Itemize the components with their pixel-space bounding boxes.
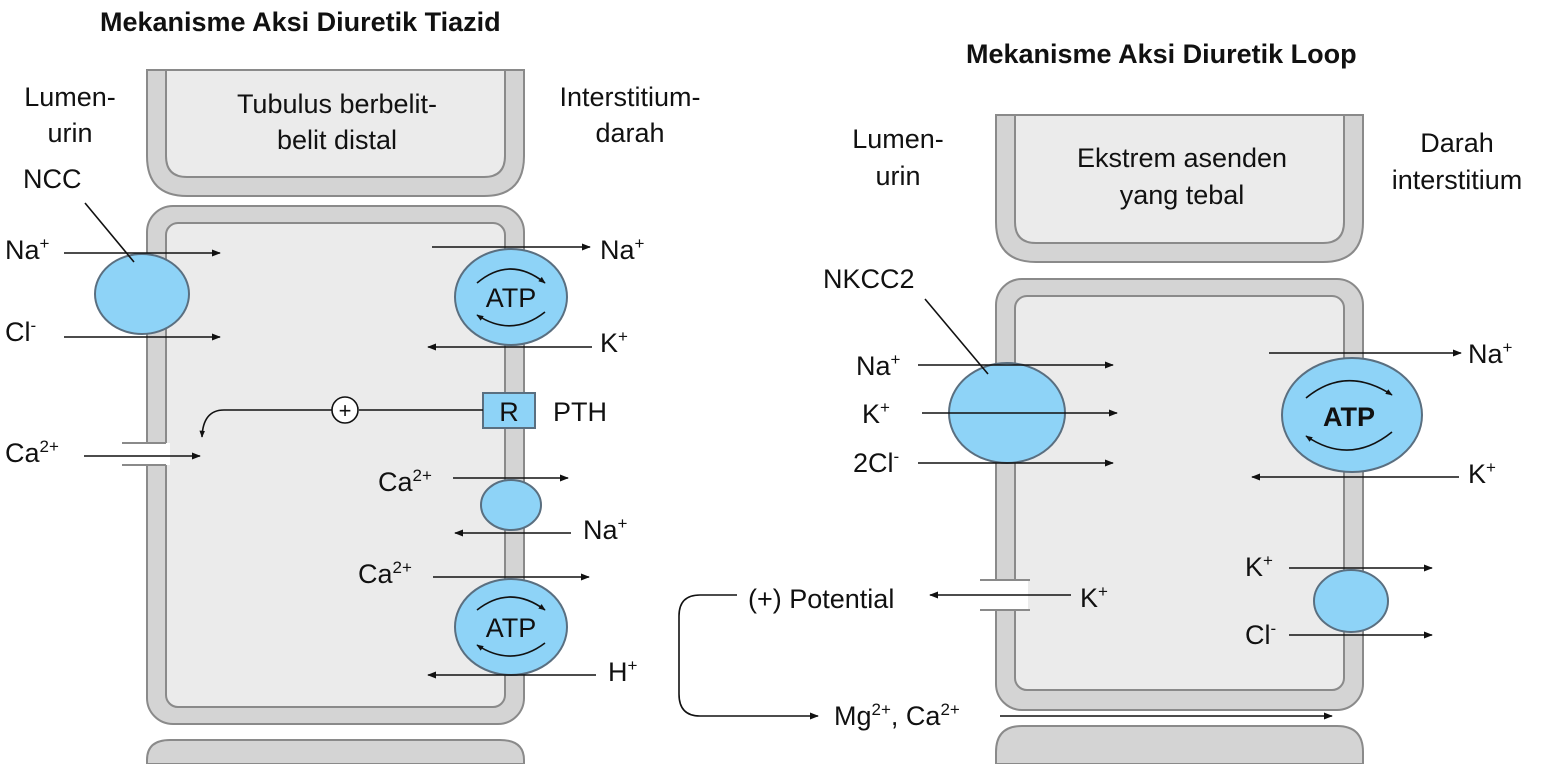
loop-main-cell: [980, 278, 1364, 711]
loop-cl-cotransport-label: Cl-: [1245, 619, 1276, 650]
pth-signal-arrow: [199, 409, 332, 438]
tiazid-ca-channel-gap: [120, 443, 170, 465]
loop-top-cell-interior: [1014, 114, 1345, 244]
loop-na-apical-label: Na+: [856, 350, 901, 381]
tiazid-atp-2-cycle-top: [476, 596, 546, 611]
potential-loop-arrow: [678, 594, 819, 720]
loop-kcl-cotransporter: [1313, 569, 1389, 633]
loop-k-basal-label: K+: [1468, 458, 1496, 489]
loop-main-cell-interior: [1014, 295, 1345, 691]
tiazid-segment-line2: belit distal: [277, 125, 397, 155]
loop-interstitium-line1: Darah: [1420, 128, 1494, 158]
tiazid-atp-1-cycle-top: [476, 268, 546, 284]
tiazid-h-pump-label: H+: [608, 656, 638, 687]
tiazid-top-cell-interior: [165, 69, 506, 178]
pth-receptor: [482, 392, 536, 429]
mg-ca-label: Mg2+, Ca2+: [834, 700, 960, 731]
tiazid-title: Mekanisme Aksi Diuretik Tiazid: [100, 7, 501, 37]
nkcc2-leader-line: [924, 298, 989, 375]
tiazid-ca-exchanger-label: Ca2+: [378, 466, 432, 497]
tiazid-main-cell: [120, 205, 525, 725]
tiazid-lumen-line1: Lumen-: [24, 82, 116, 112]
loop-lumen-line2: urin: [875, 161, 920, 191]
tiazid-ca-na-exchanger: [480, 479, 542, 531]
tiazid-atp-1-cycle-bottom: [476, 311, 546, 327]
loop-segment-line2: yang tebal: [1120, 180, 1245, 210]
tiazid-segment-line1: Tubulus berbelit-: [237, 89, 437, 119]
loop-lumen-line1: Lumen-: [852, 124, 944, 154]
tiazid-na-exchanger-label: Na+: [583, 514, 628, 545]
pth-plus-sign: +: [339, 398, 352, 423]
tiazid-atp-2-label: ATP: [486, 613, 537, 643]
loop-k-apical-label: K+: [862, 398, 890, 429]
tiazid-na-basal-label: Na+: [600, 234, 645, 265]
loop-k-cotransport-label: K+: [1245, 551, 1273, 582]
tiazid-lumen-line2: urin: [47, 118, 92, 148]
loop-atp-cycle-top: [1305, 379, 1393, 399]
loop-atp-pump: [1281, 357, 1423, 473]
potential-label: (+) Potential: [748, 584, 894, 614]
tiazid-interstitium-line2: darah: [595, 118, 664, 148]
loop-top-cell: [995, 114, 1364, 263]
tiazid-panel: Mekanisme Aksi Diuretik Tiazid Tubulus b…: [5, 7, 701, 764]
loop-panel: Mekanisme Aksi Diuretik Loop Ekstrem ase…: [678, 39, 1523, 764]
ncc-label: NCC: [23, 164, 82, 194]
pth-receptor-label: R: [499, 397, 519, 427]
tiazid-ca-pump-label: Ca2+: [358, 558, 412, 589]
nkcc2-label: NKCC2: [823, 264, 915, 294]
tiazid-na-apical-label: Na+: [5, 234, 50, 265]
tiazid-atp-2-cycle-bottom: [476, 642, 546, 657]
loop-k-channel-label: K+: [1080, 582, 1108, 613]
tiazid-atp-1-label: ATP: [486, 283, 537, 313]
loop-2cl-apical-label: 2Cl-: [853, 447, 899, 478]
tiazid-k-basal-label: K+: [600, 327, 628, 358]
tiazid-top-cell: [146, 69, 525, 197]
loop-interstitium-line2: interstitium: [1392, 165, 1523, 195]
ncc-leader-line: [84, 202, 135, 263]
loop-atp-cycle-bottom: [1305, 431, 1393, 451]
tiazid-bottom-cell: [146, 739, 525, 764]
tiazid-interstitium-line1: Interstitium-: [559, 82, 700, 112]
loop-segment-line1: Ekstrem asenden: [1077, 143, 1287, 173]
loop-na-basal-label: Na+: [1468, 338, 1513, 369]
ncc-transporter: [94, 253, 190, 335]
tiazid-ca-apical-label: Ca2+: [5, 437, 59, 468]
tiazid-cl-apical-label: Cl-: [5, 316, 36, 347]
pth-label: PTH: [553, 397, 607, 427]
loop-bottom-cell: [995, 725, 1364, 764]
tiazid-atp-pump-1: [454, 248, 568, 346]
loop-title: Mekanisme Aksi Diuretik Loop: [966, 39, 1357, 69]
loop-atp-label: ATP: [1323, 402, 1375, 432]
